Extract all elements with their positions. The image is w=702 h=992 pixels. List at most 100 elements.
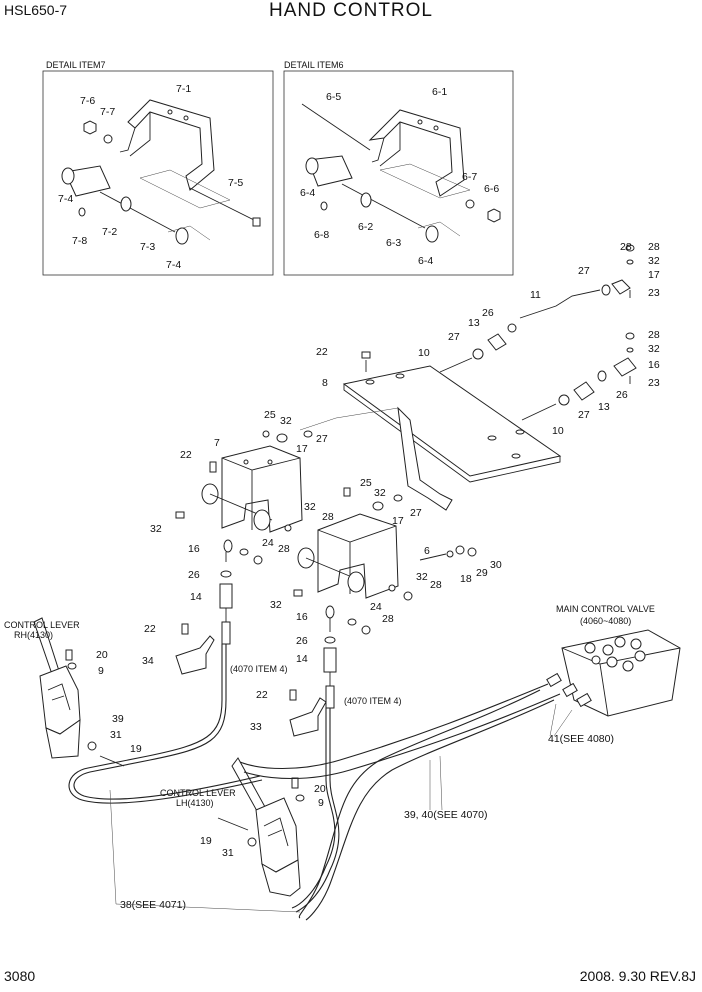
callout-label: 7 xyxy=(214,437,220,449)
control-cables xyxy=(68,644,573,921)
page-number: 3080 xyxy=(4,968,36,984)
callout-label: 14 xyxy=(190,591,202,603)
callout-label: 26 xyxy=(188,569,200,581)
callout-label: 20 xyxy=(96,649,108,661)
model-number: HSL650-7 xyxy=(4,2,68,18)
callout-label: 26 xyxy=(296,635,308,647)
callout-label: 16 xyxy=(188,543,200,555)
left-cable-end xyxy=(219,539,263,645)
callout-label: 7-4 xyxy=(166,259,181,271)
callout-label: 6-2 xyxy=(358,221,373,233)
callout-label: 16 xyxy=(648,359,660,371)
callout-label: 22 xyxy=(144,623,156,635)
callout-label: 22 xyxy=(180,449,192,461)
callout-label: 34 xyxy=(142,655,154,667)
detail-item6-panel: DETAIL ITEM6 xyxy=(283,60,514,276)
callout-label: 28 xyxy=(648,241,660,253)
callout-label: 6-1 xyxy=(432,86,447,98)
right-cable-end xyxy=(323,605,371,709)
callout-label: 32 xyxy=(374,487,386,499)
callout-label: 6-5 xyxy=(326,91,341,103)
callout-label: 7-2 xyxy=(102,226,117,238)
callout-label: 32 xyxy=(416,571,428,583)
callout-label: 26 xyxy=(616,389,628,401)
callout-label: 25 xyxy=(264,409,276,421)
callout-label: 22 xyxy=(316,346,328,358)
callout-label: 33 xyxy=(250,721,262,733)
callout-label: 6-6 xyxy=(484,183,499,195)
callout-label: (4060~4080) xyxy=(580,616,631,626)
page-title: HAND CONTROL xyxy=(268,0,433,21)
callout-label: 31 xyxy=(110,729,122,741)
callout-label: 7-4 xyxy=(58,193,73,205)
revision-date: 2008. 9.30 REV.8J xyxy=(579,968,696,984)
bracket-item-6 xyxy=(293,487,477,601)
callout-label: 18 xyxy=(460,573,472,585)
mounting-plate-8 xyxy=(299,351,562,511)
callout-label: 22 xyxy=(256,689,268,701)
callout-label: 28 xyxy=(278,543,290,555)
callout-label: 28 xyxy=(648,329,660,341)
callout-label: 23 xyxy=(648,377,660,389)
callout-label: 30 xyxy=(490,559,502,571)
callout-label: 14 xyxy=(296,653,308,665)
callout-label: 13 xyxy=(468,317,480,329)
callout-label: 7-6 xyxy=(80,95,95,107)
callout-label: 6-4 xyxy=(300,187,315,199)
callout-label: 7-5 xyxy=(228,177,243,189)
callout-label: 39, 40(SEE 4070) xyxy=(404,809,487,821)
callout-label: 13 xyxy=(598,401,610,413)
clip-bracket-34 xyxy=(175,623,215,675)
callout-label: MAIN CONTROL VALVE xyxy=(556,604,655,614)
callout-label: 32 xyxy=(270,599,282,611)
callout-label: CONTROL LEVER xyxy=(4,620,80,630)
callout-label: 29 xyxy=(476,567,488,579)
callout-label: 38(SEE 4071) xyxy=(120,899,186,911)
callout-label: 10 xyxy=(418,347,430,359)
callout-label: 6 xyxy=(424,545,430,557)
callout-label: 27 xyxy=(316,433,328,445)
callout-label: RH(4130) xyxy=(14,630,53,640)
callout-label: 11 xyxy=(530,289,541,301)
callout-label: 32 xyxy=(648,343,660,355)
detail-item7-title: DETAIL ITEM7 xyxy=(46,60,106,70)
callout-label: 28 xyxy=(382,613,394,625)
callout-label: 32 xyxy=(150,523,162,535)
callout-label: 9 xyxy=(318,797,324,809)
callout-label: 8 xyxy=(322,377,328,389)
callout-label: 23 xyxy=(648,287,660,299)
callout-label: 26 xyxy=(482,307,494,319)
callout-label: 24 xyxy=(370,601,382,613)
callout-label: 17 xyxy=(392,515,404,527)
callout-label: 7-8 xyxy=(72,235,87,247)
callout-label: 17 xyxy=(648,269,660,281)
callout-label: 31 xyxy=(222,847,234,859)
callout-label: 10 xyxy=(552,425,564,437)
callout-label: 39 xyxy=(112,713,124,725)
callout-label: 32 xyxy=(304,501,316,513)
callout-label: LH(4130) xyxy=(176,798,214,808)
callout-label: 27 xyxy=(578,409,590,421)
callout-label: 6-7 xyxy=(462,171,477,183)
callout-label: (4070 ITEM 4) xyxy=(230,664,288,674)
callout-label: 6-4 xyxy=(418,255,433,267)
callout-label: 20 xyxy=(314,783,326,795)
callout-label: 9 xyxy=(98,665,104,677)
callout-label: 28 xyxy=(322,511,334,523)
linkage-rods xyxy=(439,244,637,421)
callout-label: 32 xyxy=(280,415,292,427)
detail-item7-panel: DETAIL ITEM7 xyxy=(42,60,274,276)
callout-label: 16 xyxy=(296,611,308,623)
callout-label: 28 xyxy=(620,241,632,253)
callout-label: 41(SEE 4080) xyxy=(548,733,614,745)
control-lever-lh xyxy=(217,757,305,897)
callout-label: 25 xyxy=(360,477,372,489)
callout-label: (4070 ITEM 4) xyxy=(344,696,402,706)
callout-label: 27 xyxy=(578,265,590,277)
callout-label: 6-3 xyxy=(386,237,401,249)
callout-label: 7-1 xyxy=(176,83,191,95)
main-control-valve xyxy=(546,629,681,717)
detail-item6-title: DETAIL ITEM6 xyxy=(284,60,344,70)
callout-label: 28 xyxy=(430,579,442,591)
callout-label: 32 xyxy=(648,255,660,267)
